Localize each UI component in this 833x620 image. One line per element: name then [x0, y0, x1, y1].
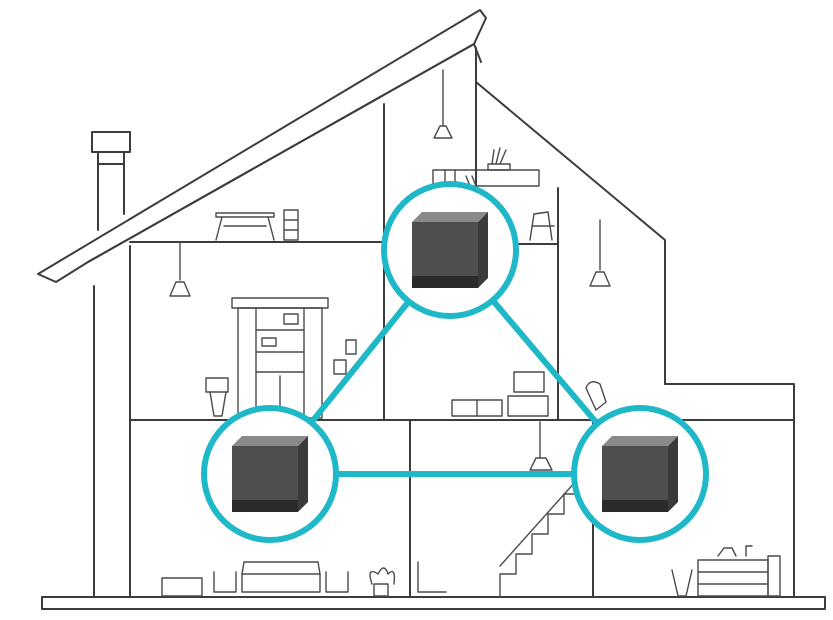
mesh-links	[308, 297, 601, 477]
hallway-stairs	[417, 421, 585, 597]
mesh-node-right	[571, 405, 709, 543]
mesh-nodes	[201, 181, 709, 543]
attic-furniture	[215, 209, 299, 241]
ground-slab	[41, 596, 826, 610]
mesh-router-cube-icon	[412, 212, 488, 288]
mesh-link-upper-right	[489, 297, 601, 427]
mesh-node-upper	[381, 181, 519, 319]
mesh-router-cube-icon	[232, 436, 308, 512]
chimney	[91, 131, 131, 231]
kitchen-furniture	[671, 545, 781, 597]
mesh-node-left	[201, 405, 339, 543]
middle-left-room-furniture	[169, 241, 357, 419]
living-room-furniture	[161, 561, 396, 597]
mesh-link-upper-left	[308, 298, 412, 426]
mesh-router-cube-icon	[602, 436, 678, 512]
roof	[37, 9, 666, 385]
middle-right-room-furniture	[451, 219, 611, 417]
